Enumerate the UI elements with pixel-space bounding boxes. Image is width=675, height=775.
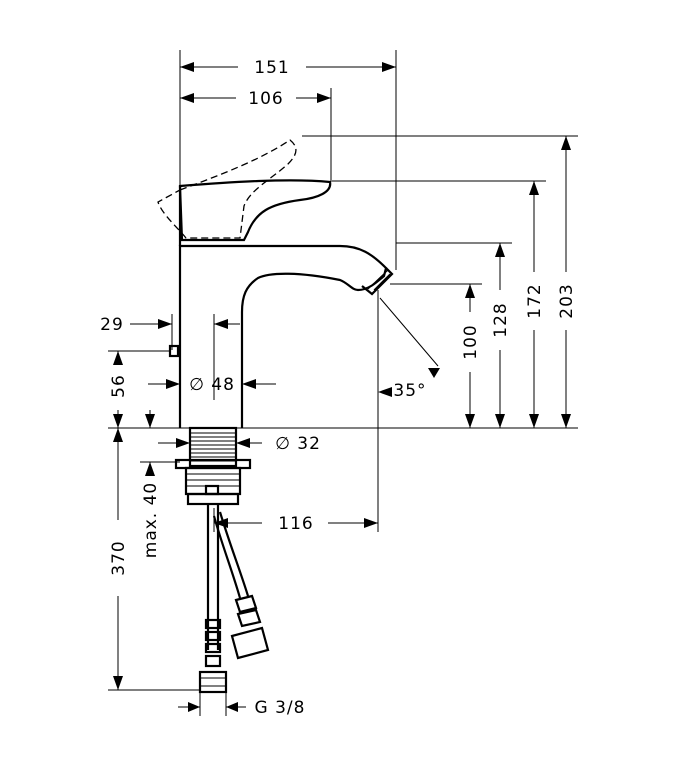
dim-29: 29: [100, 315, 124, 335]
lever-handle: [178, 179, 332, 242]
threaded-shank: [174, 426, 252, 506]
dim-56: 56: [109, 374, 129, 398]
dim-106: 106: [248, 89, 283, 109]
dim-g-3-8: G 3/8: [255, 698, 306, 718]
dim-128: 128: [491, 302, 511, 337]
dim-diameter-48: ∅ 48: [189, 375, 235, 395]
lever-open-position: [157, 139, 297, 239]
dim-max-40: max. 40: [141, 482, 161, 558]
dimension-lines: [113, 62, 571, 712]
dimension-labels: 151 106 203 172 128 100 35° 29 56 ∅ 48 ∅…: [100, 58, 577, 718]
dim-100: 100: [461, 324, 481, 359]
dim-116: 116: [278, 514, 313, 534]
dim-diameter-32: ∅ 32: [275, 434, 321, 454]
dim-172: 172: [525, 283, 545, 318]
dim-151: 151: [254, 58, 289, 78]
supply-hoses: [198, 504, 270, 694]
dim-203: 203: [557, 283, 577, 318]
dim-370: 370: [109, 540, 129, 575]
popup-rod: [168, 344, 180, 358]
dim-35-degrees: 35°: [393, 381, 426, 401]
extension-lines: [108, 50, 578, 716]
